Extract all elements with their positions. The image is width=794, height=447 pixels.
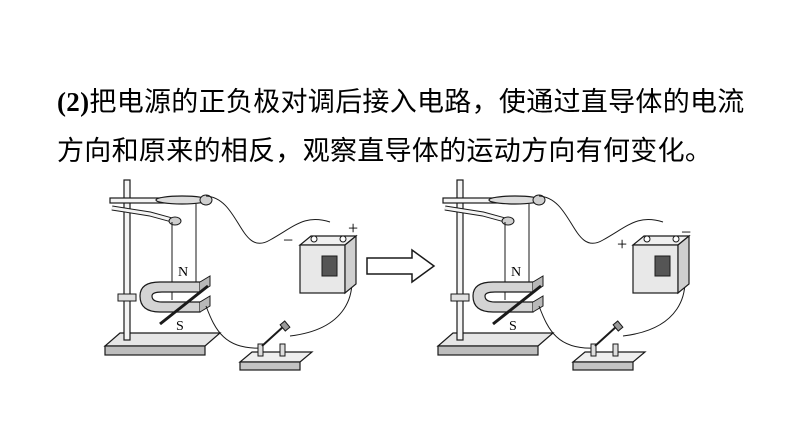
left-magnet-north-label: N <box>178 265 188 280</box>
right-battery-left-terminal: + <box>617 234 627 254</box>
right-magnet-south-label: S <box>509 319 517 334</box>
right-battery-right-terminal: − <box>681 222 691 242</box>
right-magnet-north-label: N <box>511 265 521 280</box>
transition-arrow-icon <box>366 248 436 284</box>
left-battery-right-terminal: + <box>348 218 358 238</box>
right-apparatus: N S + − <box>438 180 691 370</box>
question-text: (2)把电源的正负极对调后接入电路，使通过直导体的电流方向和原来的相反，观察直导… <box>57 78 757 176</box>
left-magnet-south-label: S <box>176 319 184 334</box>
question-body: 把电源的正负极对调后接入电路，使通过直导体的电流方向和原来的相反，观察直导体的运… <box>57 87 745 167</box>
question-number: (2) <box>57 87 90 117</box>
left-battery-left-terminal: − <box>283 230 293 250</box>
left-apparatus: N S − + <box>105 180 358 370</box>
